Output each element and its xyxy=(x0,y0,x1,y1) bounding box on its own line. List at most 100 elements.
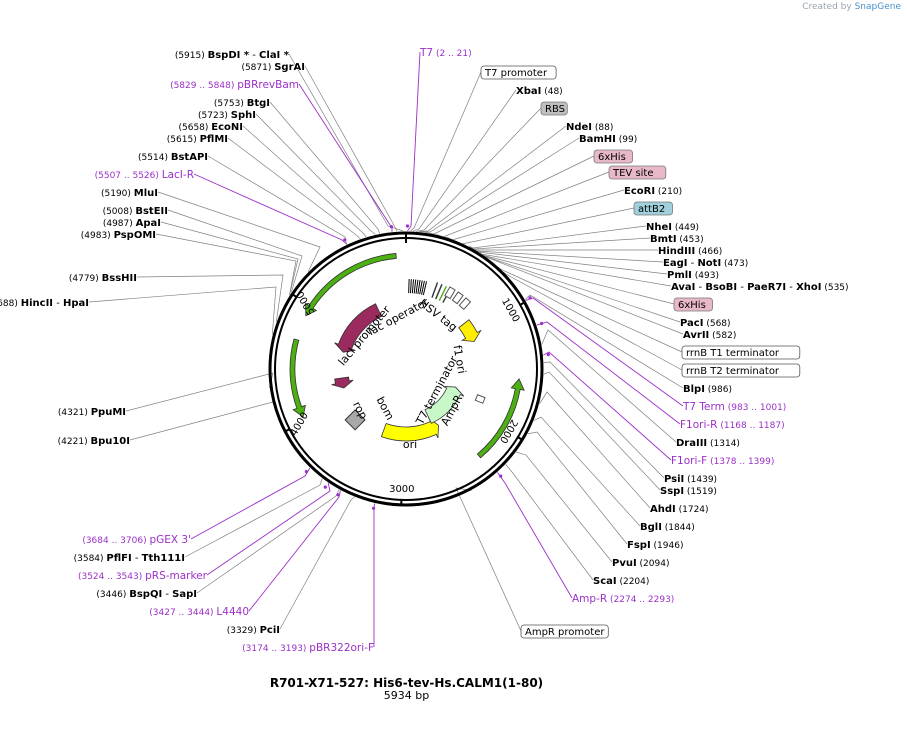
site-text: (4221) Bpu10I xyxy=(58,436,130,447)
label-part: (3174 .. 3193) xyxy=(242,644,309,654)
site-label: (4321) PpuMI xyxy=(58,407,126,418)
inner-strand xyxy=(274,237,538,501)
label-part: Tth111I xyxy=(142,553,185,564)
primer-site-f1ori-f xyxy=(546,353,550,357)
site-label: rrnB T2 terminator xyxy=(681,363,801,378)
site-label: FspI (1946) xyxy=(627,540,683,551)
site-label: (4983) PspOMI xyxy=(81,230,156,241)
label-part: L4440 xyxy=(216,606,249,618)
leader-t7-promoter xyxy=(410,71,482,232)
label-part: PvuI xyxy=(612,558,637,569)
leader-pgex-3- xyxy=(190,467,311,540)
label-part: PpuMI xyxy=(91,407,126,418)
site-label: (5190) MluI xyxy=(101,188,158,199)
rop-arrow xyxy=(331,376,354,389)
primer-arc-amp xyxy=(476,378,525,459)
rrnB-box-2 xyxy=(458,297,472,311)
leader-laci-r xyxy=(193,173,348,245)
backbone-ring xyxy=(268,231,544,507)
label-part: (3524 .. 3543) xyxy=(78,572,145,582)
plasmid-length: 5934 bp xyxy=(383,689,430,702)
lac-operator-box xyxy=(444,286,456,300)
site-text: NheI (449) xyxy=(646,222,699,233)
leader-pspomi xyxy=(155,233,297,296)
site-text: BmtI (453) xyxy=(650,234,704,245)
feature-box xyxy=(593,149,633,164)
inner-label-ori: ori xyxy=(403,438,417,451)
label-part: F1ori-F xyxy=(671,455,707,467)
label-part: (48) xyxy=(541,87,562,97)
label-part: - xyxy=(737,282,747,293)
site-text: 6xHis xyxy=(678,300,706,311)
label-part: (5829 .. 5848) xyxy=(170,81,237,91)
site-text: (5514) BstAPI xyxy=(138,152,208,163)
leader-pvui xyxy=(516,451,613,563)
label-part: (88) xyxy=(592,123,613,133)
site-label: T7 promoter xyxy=(480,65,557,80)
label-part: (568) xyxy=(703,319,730,329)
site-labels: (5915) BspDI * - ClaI *(5871) SgrAI(5829… xyxy=(0,47,849,654)
label-part: (1378 .. 1399) xyxy=(707,457,774,467)
site-text: attB2 xyxy=(638,204,665,215)
leader-hincii xyxy=(88,286,277,335)
label-part: pGEX 3' xyxy=(149,534,191,546)
label-part: SspI xyxy=(660,486,684,497)
site-text: (5615) PflMI xyxy=(167,134,228,145)
primer-site-pgex-3- xyxy=(304,470,308,474)
site-label: F1ori-F (1378 .. 1399) xyxy=(671,455,774,467)
site-label: (5829 .. 5848) pBRrevBam xyxy=(170,79,299,91)
leader-lines xyxy=(88,51,684,647)
site-label: PmlI (493) xyxy=(667,270,719,281)
leader-t7 xyxy=(407,51,421,232)
site-label: NdeI (88) xyxy=(566,122,613,133)
label-part: (4321) xyxy=(58,408,91,418)
site-label: AvrII (582) xyxy=(683,330,736,341)
site-label: (5008) BstEII xyxy=(103,206,168,217)
leader-ndei xyxy=(418,125,567,232)
site-label: PacI (568) xyxy=(680,318,731,329)
site-text: (4779) BssHII xyxy=(69,273,137,284)
label-part: EagI xyxy=(663,258,687,269)
site-text: Amp-R (2274 .. 2293) xyxy=(572,593,674,605)
label-part: Bpu10I xyxy=(90,436,130,447)
label-part: (5753) xyxy=(214,99,247,109)
label-part: XhoI xyxy=(796,282,821,293)
site-text: NdeI (88) xyxy=(566,122,613,133)
feature-box xyxy=(681,363,801,378)
label-part: BlpI xyxy=(683,384,705,395)
label-part: (210) xyxy=(655,187,682,197)
mcs-tick xyxy=(410,279,412,294)
label-part: NotI xyxy=(697,258,721,269)
leader-mlui xyxy=(157,191,321,272)
label-part: (449) xyxy=(672,223,699,233)
label-part: BstEII xyxy=(135,206,168,217)
leader-bspdi- xyxy=(288,53,404,232)
site-text: (5871) SgrAI xyxy=(241,62,305,73)
label-part: (4688) xyxy=(0,299,21,309)
primer-site-t7 xyxy=(405,224,410,228)
site-label: 6xHis xyxy=(673,297,713,312)
leader-pcii xyxy=(279,496,355,630)
label-part: (2094) xyxy=(637,559,670,569)
site-text: AvaI - BsoBI - PaeR7I - XhoI (535) xyxy=(671,282,849,293)
label-part: (1946) xyxy=(651,541,684,551)
label-part: (5723) xyxy=(198,111,231,121)
site-label: DraIII (1314) xyxy=(676,438,740,449)
site-label: PvuI (2094) xyxy=(612,558,669,569)
site-text: (5008) BstEII xyxy=(103,206,168,217)
tag-tick xyxy=(431,282,439,298)
label-part: (2 .. 21) xyxy=(433,49,472,59)
label-part: BspQI xyxy=(129,589,162,600)
tick-mark xyxy=(291,293,298,299)
label-part: (2274 .. 2293) xyxy=(607,595,674,605)
f1ori-arrow xyxy=(458,319,482,342)
leader-pflfi xyxy=(184,478,323,558)
site-label: (3329) PciI xyxy=(227,625,280,636)
feature-box xyxy=(681,345,801,360)
site-text: XbaI (48) xyxy=(516,86,563,97)
label-part: AvrII xyxy=(683,330,709,341)
site-text: T7 (2 .. 21) xyxy=(419,47,472,59)
leader-6xhis xyxy=(481,254,675,305)
label-part: T7 xyxy=(419,47,433,59)
site-label: BamHI (99) xyxy=(579,134,637,145)
